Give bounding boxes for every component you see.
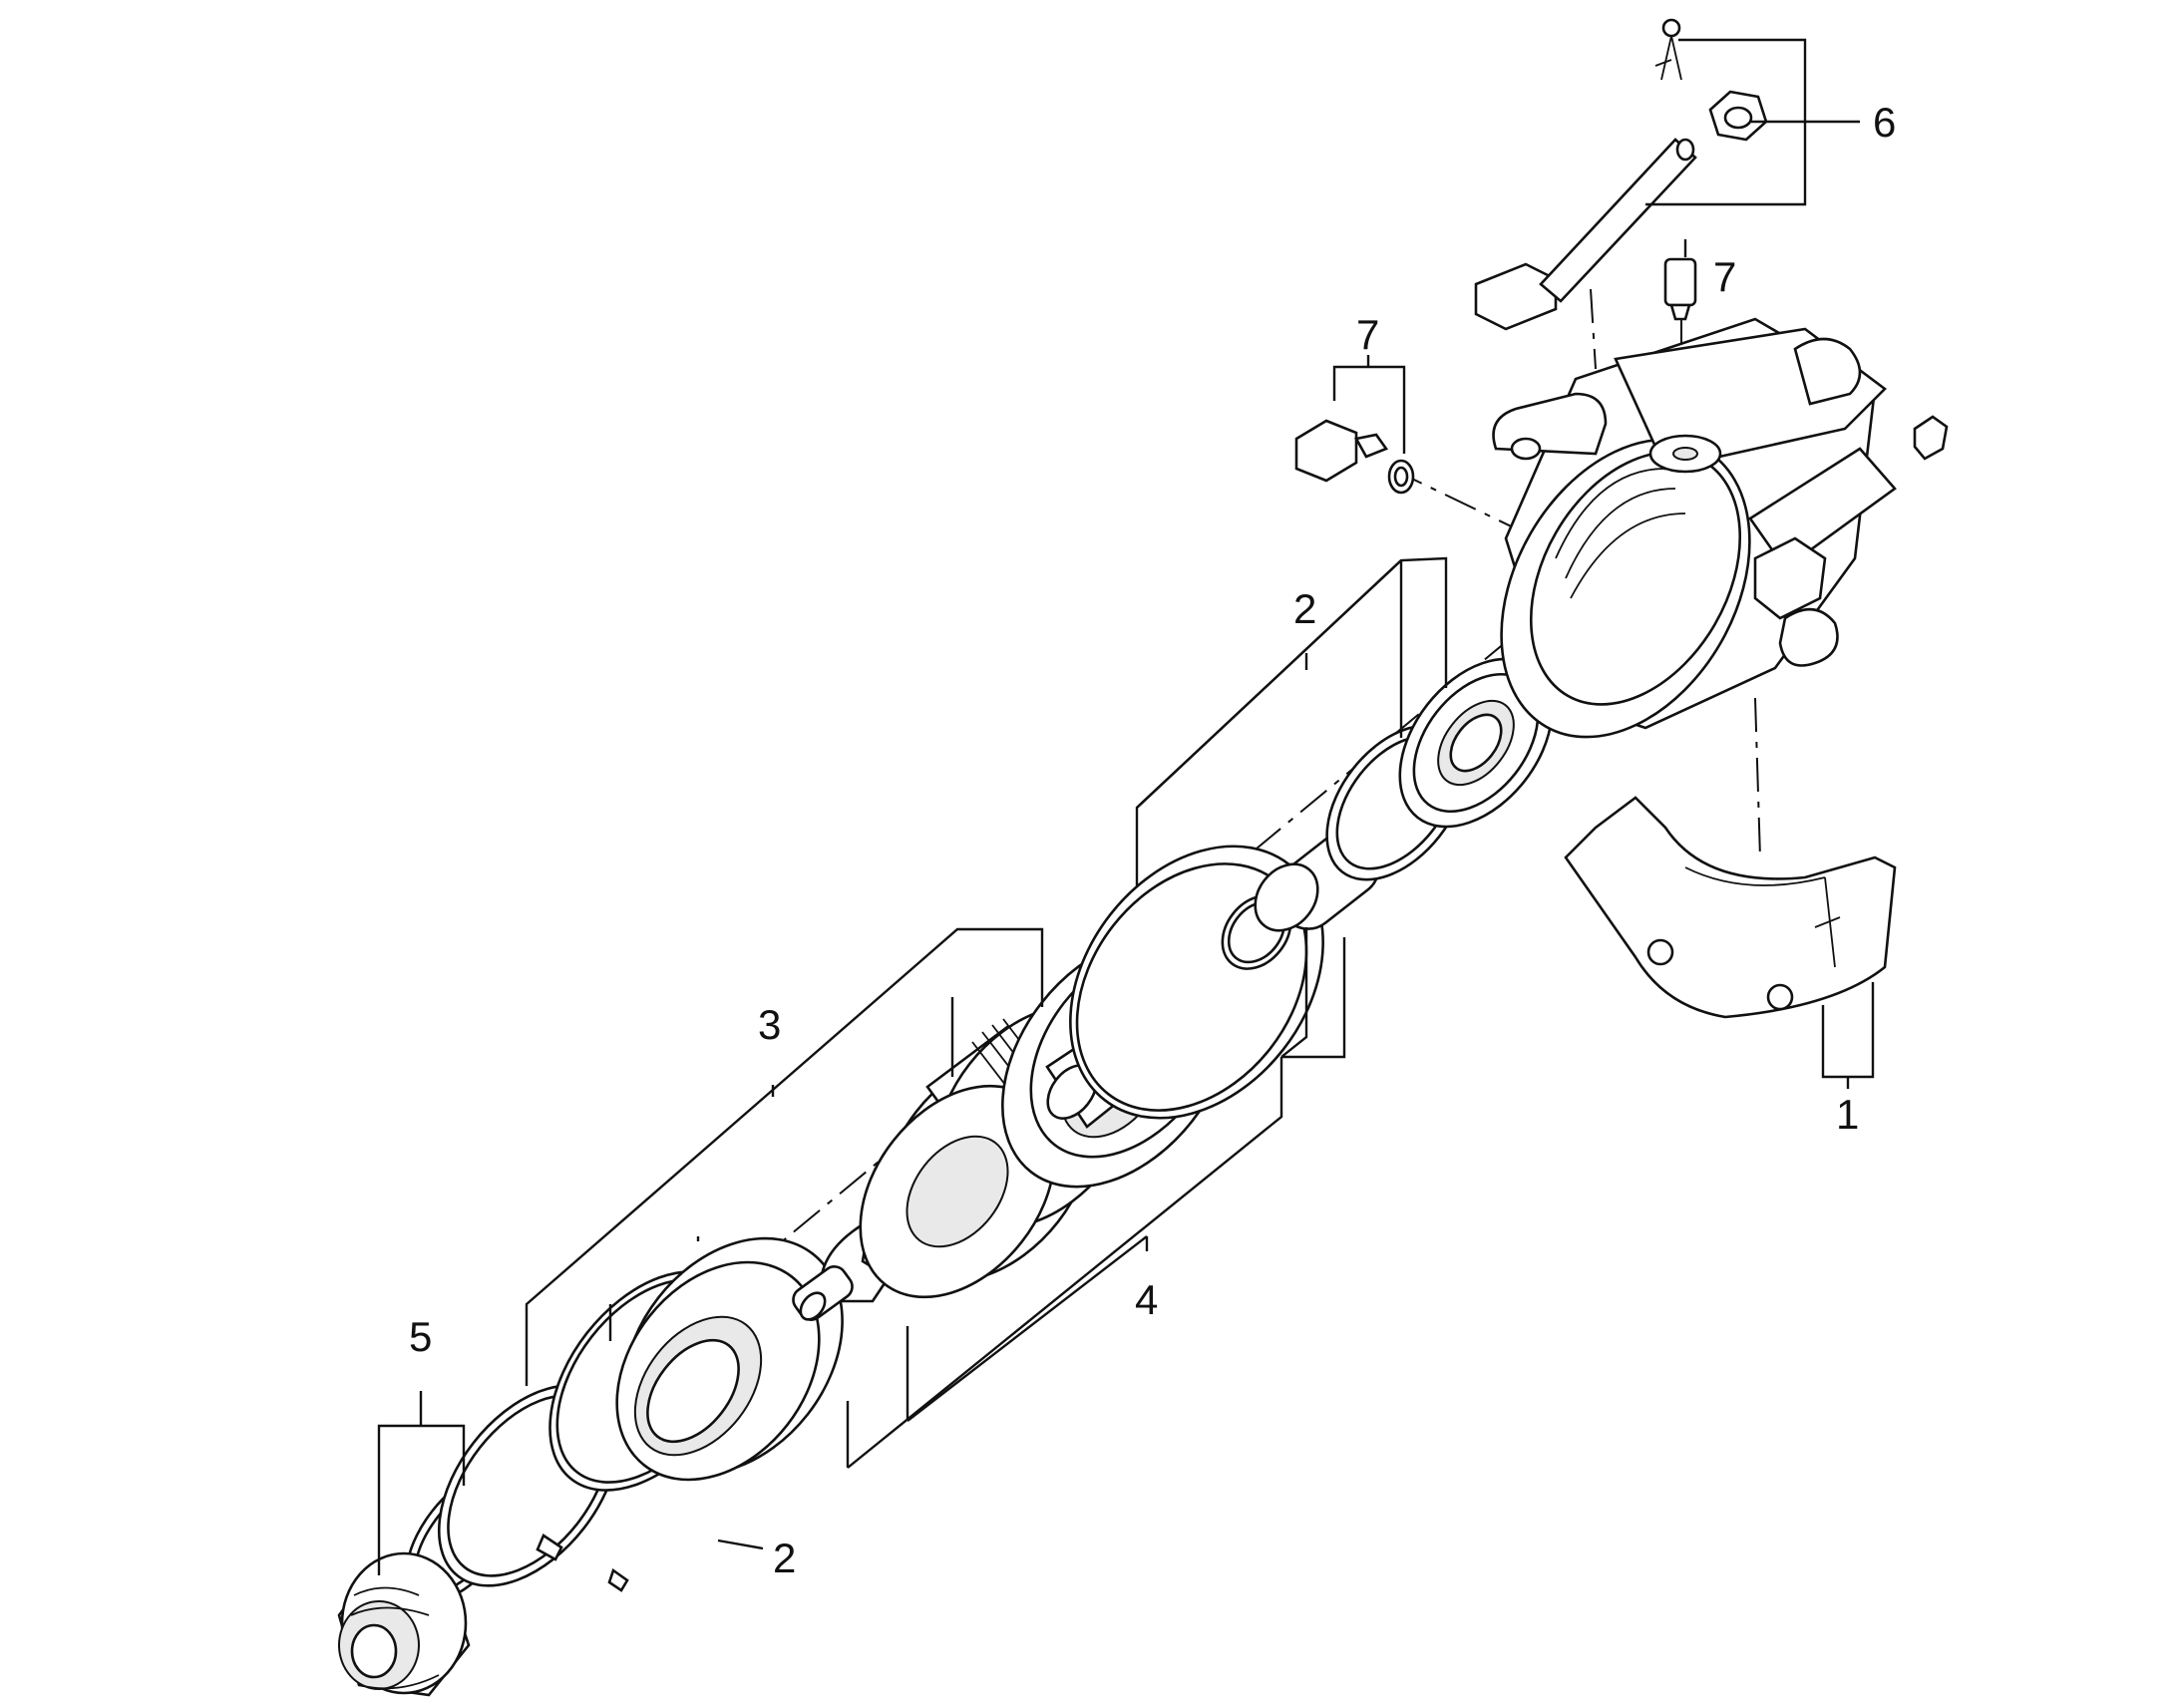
part-2-seal-rings-upper <box>1325 657 1554 881</box>
callout-7-fitting-top: 7 <box>1713 253 1736 300</box>
callout-1: 1 <box>1836 1091 1859 1138</box>
part-3-cap <box>615 1207 935 1482</box>
callout-3: 3 <box>758 1001 781 1048</box>
callout-2-upper: 2 <box>1293 585 1316 632</box>
part-1-housing <box>1492 317 1949 1019</box>
callout-labels: 6 7 7 2 1 3 4 5 2 <box>409 99 1896 1581</box>
part-7-fittings <box>1294 257 1697 495</box>
callout-2-lower: 2 <box>773 1535 796 1581</box>
leader-lines <box>377 38 1875 1575</box>
callout-5: 5 <box>409 1313 432 1360</box>
part-4-threaded-body <box>859 831 1380 1299</box>
callout-6: 6 <box>1873 99 1896 146</box>
callout-7-fitting-left: 7 <box>1356 311 1379 358</box>
callout-4: 4 <box>1135 1276 1158 1323</box>
